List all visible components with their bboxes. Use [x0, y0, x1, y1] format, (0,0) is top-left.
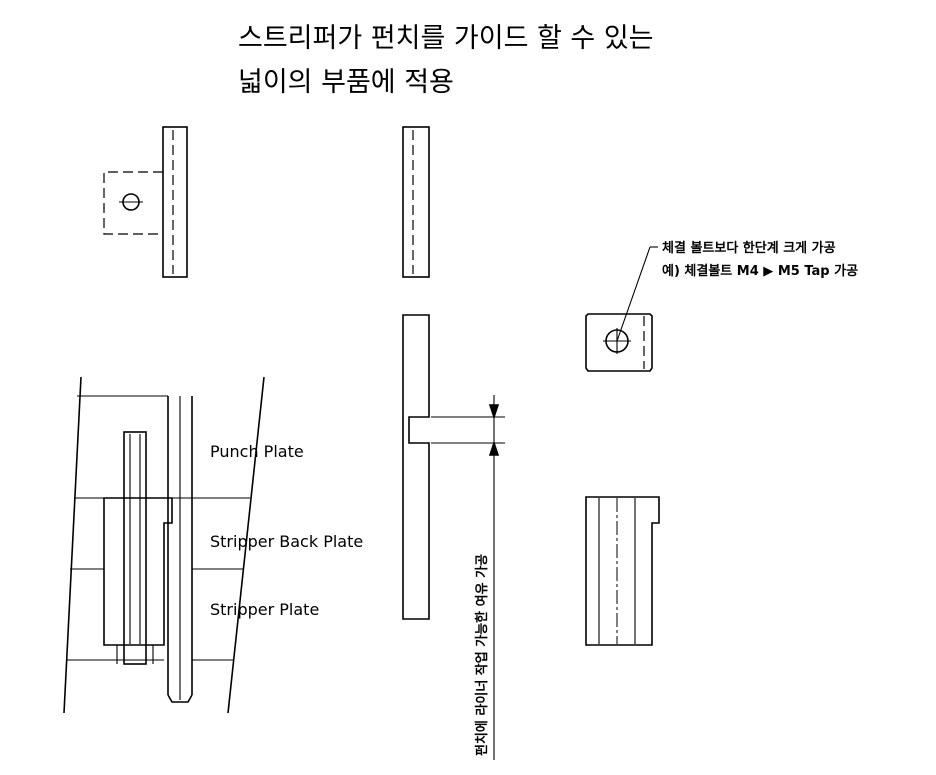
liner-allowance-note: 펀치에 라이너 작업 가능한 여유 가공: [474, 554, 490, 756]
stripper-guide-block: [103, 497, 173, 646]
bolt-note-leader: [616, 246, 651, 342]
top-middle-plate: [402, 126, 430, 278]
punch-tip: [167, 694, 193, 703]
relief-arrow-bottom: [488, 440, 500, 456]
right-square-block: [585, 313, 653, 372]
stripper-plate-label: Stripper Plate: [210, 600, 319, 619]
bolt-note-line-1: 체결 볼트보다 한단계 크게 가공: [662, 240, 836, 256]
title-line-1: 스트리퍼가 펀치를 가이드 할 수 있는: [238, 23, 654, 54]
assembly-section-view: Punch Plate Stripper Back Plate Stripper…: [63, 376, 363, 714]
bolt-shank: [123, 431, 147, 665]
right-square-view: 체결 볼트보다 한단계 크게 가공 예) 체결볼트 M4 ▶ M5 Tap 가공: [585, 240, 858, 372]
middle-notched-plate: [402, 314, 430, 620]
punch-plate-label: Punch Plate: [210, 442, 304, 461]
relief-arrow-top: [488, 404, 500, 420]
assembly-break-line-right: [227, 376, 265, 714]
bolt-note-line-2: 예) 체결볼트 M4 ▶ M5 Tap 가공: [662, 263, 858, 279]
top-left-view: [103, 126, 188, 278]
assembly-break-line-left: [63, 376, 82, 714]
stripper-back-plate-label: Stripper Back Plate: [210, 532, 363, 551]
top-left-dashed-outline: [103, 171, 163, 235]
title-line-2: 넓이의 부품에 적용: [238, 67, 454, 98]
top-middle-view: [402, 126, 430, 278]
right-bottom-block: [585, 496, 660, 646]
middle-notched-view: 펀치에 라이너 작업 가능한 여유 가공: [402, 314, 505, 760]
top-left-plate: [162, 126, 188, 278]
right-bottom-view: [585, 496, 660, 646]
